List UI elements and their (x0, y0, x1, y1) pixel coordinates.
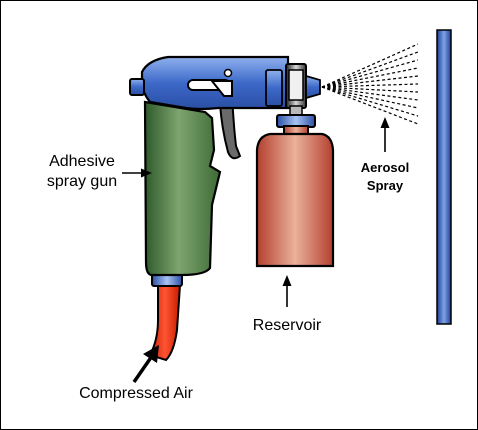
label-gun-line1: Adhesive (49, 153, 115, 170)
nozzle-tip (305, 74, 321, 100)
nozzle-collar (288, 69, 304, 101)
reservoir (255, 132, 335, 268)
arrow-reservoir (282, 275, 292, 307)
spray-cone (321, 43, 419, 125)
arrow-air (132, 345, 159, 383)
pivot-screw (223, 68, 233, 78)
target-panel (436, 29, 452, 325)
arrow-gun (122, 168, 152, 178)
label-gun-line2: spray gun (47, 173, 117, 190)
air-hose (148, 284, 182, 362)
label-aerosol-line1: Aerosol (361, 160, 409, 175)
gun-handle (143, 100, 222, 277)
arrow-aerosol (380, 117, 390, 152)
head-front-block (265, 69, 283, 107)
label-reservoir: Reservoir (253, 317, 322, 334)
reservoir-neck (283, 125, 309, 135)
label-compressed-air: Compressed Air (79, 385, 193, 402)
label-aerosol-line2: Spray (367, 178, 404, 193)
rear-knob (129, 78, 145, 96)
mechanism-lever (209, 80, 233, 97)
